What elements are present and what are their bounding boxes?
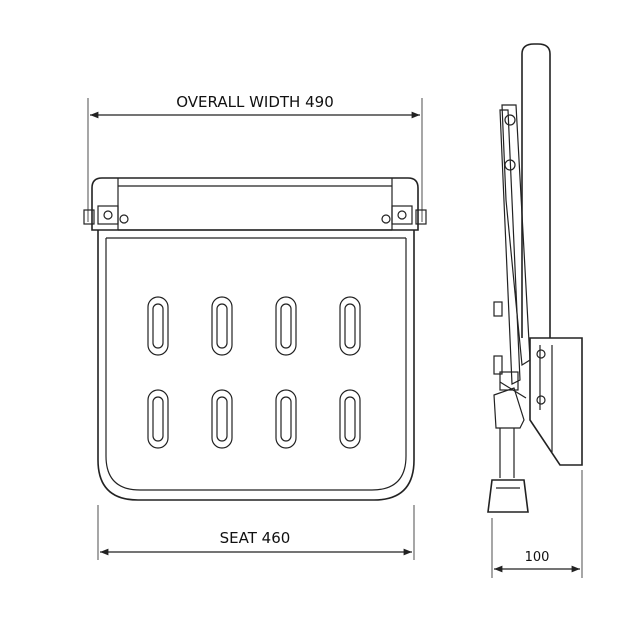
slot-inner	[280, 396, 292, 442]
depth-label: 100	[525, 550, 550, 565]
slot-inner	[216, 396, 228, 442]
slot-inner	[216, 303, 228, 349]
overall-width-dimension: OVERALL WIDTH 490	[87, 93, 423, 222]
depth-dimension: 100	[491, 470, 583, 578]
seat-dimension: SEAT 460	[97, 505, 415, 560]
slot	[147, 296, 169, 356]
slot	[275, 389, 297, 449]
seat-label: SEAT 460	[220, 529, 291, 547]
bolt-icon	[381, 214, 391, 224]
front-view: OVERALL WIDTH 490	[83, 93, 427, 560]
slot	[147, 389, 169, 449]
mounting-bar	[83, 177, 427, 231]
slot-inner	[152, 396, 164, 442]
slot-inner	[152, 303, 164, 349]
slot	[339, 389, 361, 449]
slot	[339, 296, 361, 356]
slot	[211, 389, 233, 449]
overall-width-label: OVERALL WIDTH 490	[176, 93, 334, 111]
drain-slots	[147, 296, 361, 449]
slot	[211, 296, 233, 356]
slot-inner	[344, 396, 356, 442]
bolt-icon	[119, 214, 129, 224]
slot	[275, 296, 297, 356]
seat-frame	[97, 230, 415, 501]
slot-inner	[344, 303, 356, 349]
slot-inner	[280, 303, 292, 349]
side-view: 100	[487, 43, 583, 578]
